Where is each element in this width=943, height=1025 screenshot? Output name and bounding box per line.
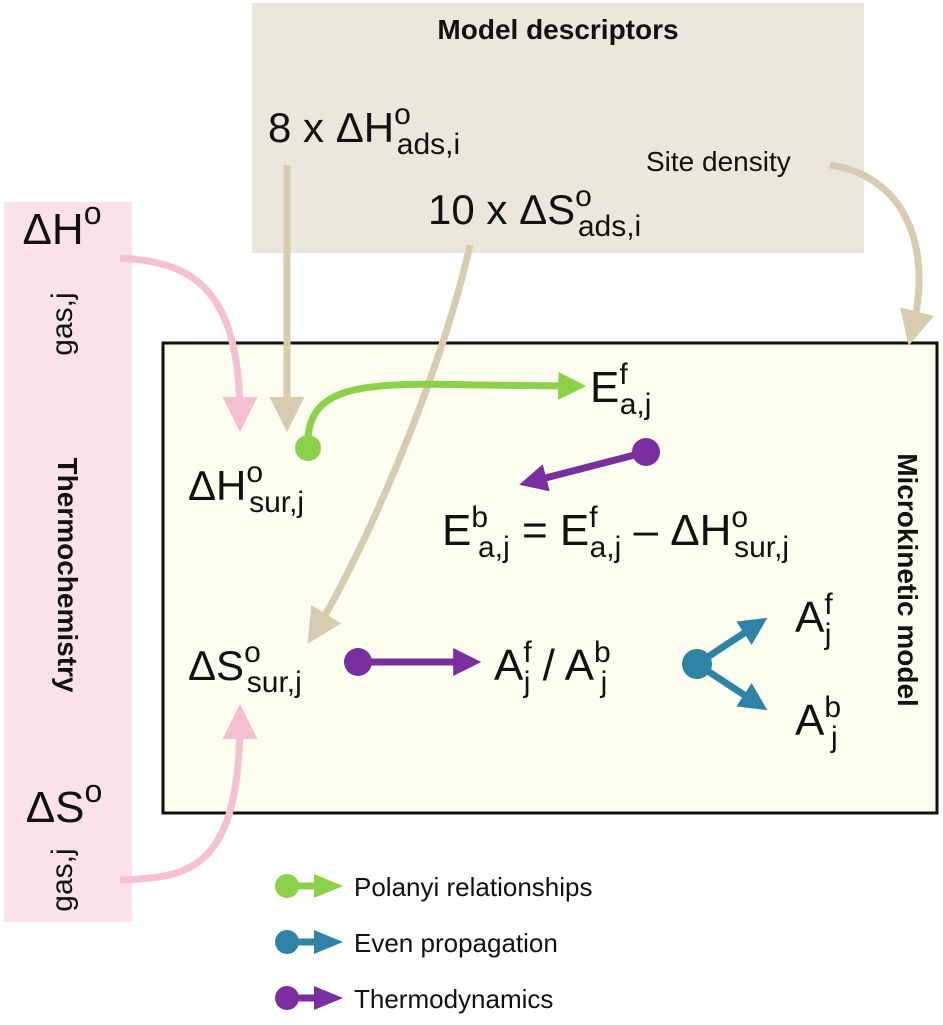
arrow-s-gas-to-s-sur xyxy=(119,704,258,884)
model-descriptors-title: Model descriptors xyxy=(437,14,678,45)
arrow-even-to-ab xyxy=(695,661,768,711)
arrow-entropy-descriptor-to-s-sur xyxy=(307,244,474,644)
s-gas-subscript: gas,j xyxy=(46,848,79,911)
h-gas-subscript: gas,j xyxy=(46,292,79,355)
legend: Polanyi relationships Even propagation T… xyxy=(275,872,592,1014)
s-gas-label: ΔSo xyxy=(26,773,103,832)
h-gas-label: ΔHo xyxy=(23,195,102,254)
legend-polanyi-label: Polanyi relationships xyxy=(354,872,592,902)
arrow-h-gas-to-h-sur xyxy=(119,254,258,432)
thermochemistry-panel xyxy=(4,202,132,922)
arrow-site-density-to-model xyxy=(829,161,935,346)
microkinetic-model-label: Microkinetic model xyxy=(892,453,923,707)
legend-item-even: Even propagation xyxy=(275,928,558,958)
legend-item-thermodynamics: Thermodynamics xyxy=(275,984,553,1014)
legend-thermo-label: Thermodynamics xyxy=(354,984,553,1014)
model-descriptors-panel xyxy=(252,3,864,253)
legend-even-arrowhead xyxy=(314,930,343,954)
arrow-thermo-ef-to-eb xyxy=(519,448,647,492)
thermochemistry-label: Thermochemistry xyxy=(52,458,83,693)
legend-polanyi-arrowhead xyxy=(314,874,343,898)
arrow-even-to-af xyxy=(695,617,768,667)
legend-item-polanyi: Polanyi relationships xyxy=(275,872,592,902)
legend-even-label: Even propagation xyxy=(354,928,558,958)
arrow-polanyi-h-sur-to-ef xyxy=(304,371,587,449)
site-density-label: Site density xyxy=(646,146,791,177)
legend-thermo-arrowhead xyxy=(314,986,343,1010)
